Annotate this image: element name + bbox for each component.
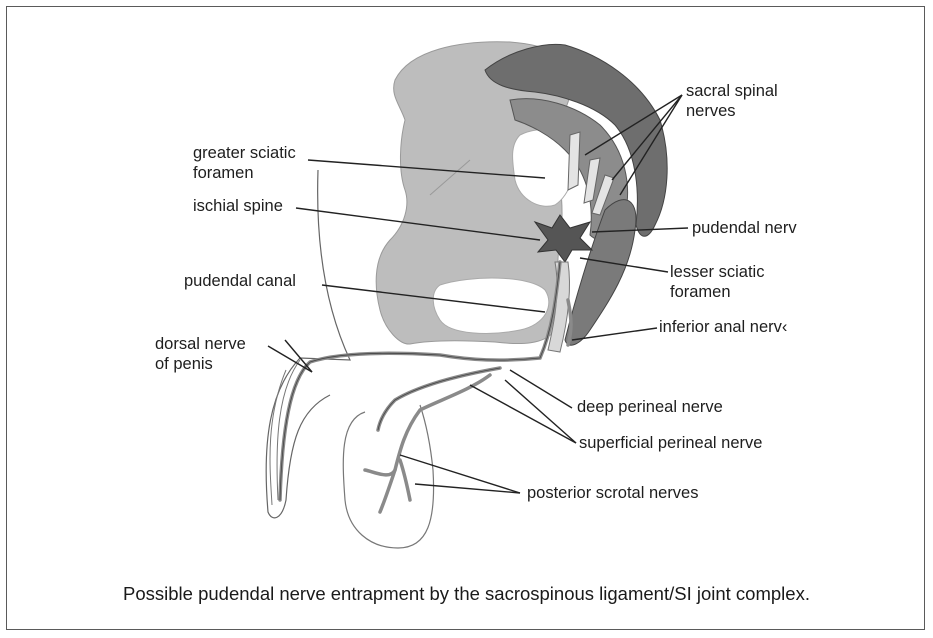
label-dorsal-nerve-2: of penis (155, 355, 213, 373)
coccyx-shape (565, 200, 636, 346)
label-greater-sciatic-1: greater sciatic (193, 144, 296, 162)
label-superficial-perineal-nerve: superficial perineal nerve (579, 434, 762, 452)
label-greater-sciatic-2: foramen (193, 164, 254, 182)
label-inferior-anal-nerve: inferior anal nerv‹ (659, 318, 787, 336)
label-lesser-sciatic-2: foramen (670, 283, 731, 301)
label-deep-perineal-nerve: deep perineal nerve (577, 398, 723, 416)
label-pudendal-canal: pudendal canal (184, 272, 296, 290)
label-posterior-scrotal-nerves: posterior scrotal nerves (527, 484, 699, 502)
label-sacral-spinal-nerves-2: nerves (686, 102, 736, 120)
label-dorsal-nerve-1: dorsal nerve (155, 335, 246, 353)
label-ischial-spine: ischial spine (193, 197, 283, 215)
figure-caption: Possible pudendal nerve entrapment by th… (0, 583, 933, 605)
label-pudendal-nerve: pudendal nerv (692, 219, 797, 237)
body-outline (266, 170, 350, 518)
label-sacral-spinal-nerves-1: sacral spinal (686, 82, 778, 100)
label-lesser-sciatic-1: lesser sciatic (670, 263, 764, 281)
